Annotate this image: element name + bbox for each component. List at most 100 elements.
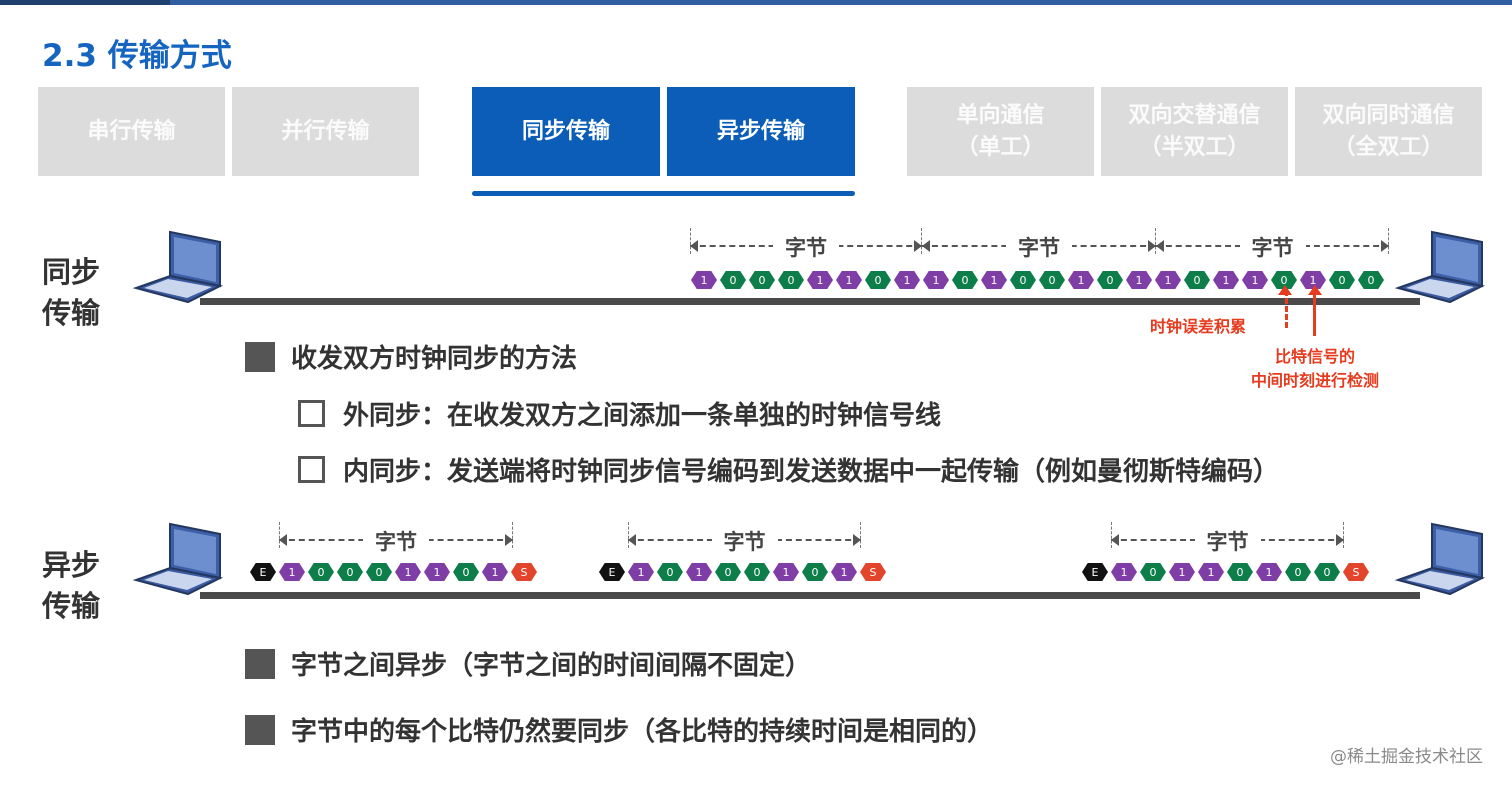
bit-cell: 0 (802, 563, 828, 581)
byte-brace: 字节 (1156, 228, 1389, 262)
tab-half-duplex[interactable]: 双向交替通信 （半双工） (1101, 87, 1288, 176)
active-tab-underline (472, 191, 855, 196)
tab-label: 双向同时通信 （全双工） (1322, 102, 1455, 160)
bit-cell: 0 (366, 563, 392, 581)
bit-cell: 0 (1184, 271, 1210, 289)
bit-cell: 0 (657, 563, 683, 581)
bit-cell: 0 (337, 563, 363, 581)
arrow-up-icon (1278, 285, 1292, 295)
byte-label: 字节 (773, 232, 839, 262)
sync-item-internal: 内同步：发送端将时钟同步信号编码到发送数据中一起传输（例如曼彻斯特编码） (298, 451, 1279, 488)
bit-cell: 1 (923, 271, 949, 289)
stop-bit: S (1343, 563, 1369, 581)
square-bullet-icon (245, 714, 275, 745)
bit-cell: 1 (482, 563, 508, 581)
bit-cell: 1 (395, 563, 421, 581)
start-bit: E (250, 563, 276, 581)
byte-label: 字节 (1239, 232, 1306, 262)
tab-label: 双向交替通信 （半双工） (1128, 102, 1261, 160)
bit-cell: 1 (831, 563, 857, 581)
tab-sync[interactable]: 同步传输 (472, 87, 660, 176)
bit-cell: 1 (1256, 563, 1282, 581)
bit-cell: 1 (686, 563, 712, 581)
bit-cell: 1 (691, 271, 717, 289)
tab-label: 并行传输 (281, 118, 370, 144)
bit-cell: 0 (749, 271, 775, 289)
tab-label: 串行传输 (87, 118, 176, 144)
bit-cell: 1 (1169, 563, 1195, 581)
bit-cell: 0 (308, 563, 334, 581)
byte-brace: 字节 (279, 522, 513, 556)
bit-cell: 0 (1140, 563, 1166, 581)
async-section-label: 异步 传输 (42, 548, 101, 623)
bit-cell: 0 (720, 271, 746, 289)
tab-parallel[interactable]: 并行传输 (232, 87, 419, 176)
checkbox-icon (298, 456, 325, 483)
byte-brace: 字节 (628, 522, 861, 556)
bit-cell: 0 (1358, 271, 1384, 289)
async-item-between-bytes: 字节之间异步（字节之间的时间间隔不固定） (245, 645, 811, 682)
byte-brace: 字节 (1111, 522, 1344, 556)
byte-label: 字节 (363, 526, 429, 556)
bit-cell: 0 (1227, 563, 1253, 581)
bit-cell: 1 (836, 271, 862, 289)
bit-cell: 1 (1111, 563, 1137, 581)
bit-cell: 1 (424, 563, 450, 581)
bit-cell: 1 (1155, 271, 1181, 289)
tab-label: 异步传输 (716, 118, 805, 144)
bit-cell: 1 (628, 563, 654, 581)
sync-heading: 收发双方时钟同步的方法 (245, 338, 577, 375)
start-bit: E (1082, 563, 1108, 581)
byte-brace: 字节 (922, 228, 1156, 262)
bit-cell: 0 (1329, 271, 1355, 289)
laptop-icon (1394, 230, 1486, 304)
square-bullet-icon (245, 648, 275, 679)
bit-cell: 1 (1300, 271, 1326, 289)
top-bar (0, 0, 1512, 5)
bit-cell: 0 (453, 563, 479, 581)
detect-marker (1313, 294, 1316, 336)
tab-full-duplex[interactable]: 双向同时通信 （全双工） (1295, 87, 1482, 176)
bit-cell: 0 (865, 271, 891, 289)
bit-cell: 0 (1039, 271, 1065, 289)
bit-cell: 1 (1242, 271, 1268, 289)
bit-cell: 1 (279, 563, 305, 581)
bit-cell: 0 (1285, 563, 1311, 581)
byte-brace: 字节 (690, 228, 922, 262)
bit-cell: 0 (744, 563, 770, 581)
bit-cell: 1 (1213, 271, 1239, 289)
bit-cell: 1 (894, 271, 920, 289)
bit-cell: 1 (1126, 271, 1152, 289)
tab-simplex[interactable]: 单向通信 （单工） (907, 87, 1094, 176)
bit-cell: 0 (952, 271, 978, 289)
async-item-within-byte: 字节中的每个比特仍然要同步（各比特的持续时间是相同的） (245, 711, 993, 748)
byte-label: 字节 (1006, 232, 1072, 262)
laptop-icon (132, 230, 224, 304)
stop-bit: S (860, 563, 886, 581)
byte-label: 字节 (1194, 526, 1261, 556)
bit-cell: 0 (1097, 271, 1123, 289)
arrow-up-icon (1308, 285, 1322, 295)
bit-cell: 0 (715, 563, 741, 581)
bit-cell: 1 (1068, 271, 1094, 289)
watermark: @稀土掘金技术社区 (1330, 747, 1483, 767)
mid-detect-note: 比特信号的 中间时刻进行检测 (1250, 347, 1379, 390)
bit-cell: 0 (1010, 271, 1036, 289)
tab-async[interactable]: 异步传输 (667, 87, 855, 176)
laptop-icon (1394, 522, 1486, 596)
start-bit: E (599, 563, 625, 581)
clock-error-note: 时钟误差积累 (1149, 317, 1246, 336)
bit-cell: 1 (1198, 563, 1224, 581)
bit-cell: 1 (773, 563, 799, 581)
tab-serial[interactable]: 串行传输 (38, 87, 225, 176)
tab-label: 单向通信 （单工） (956, 102, 1045, 160)
laptop-icon (132, 522, 224, 596)
square-bullet-icon (245, 341, 275, 372)
bit-cell: 0 (1271, 271, 1297, 289)
bit-cell: 1 (807, 271, 833, 289)
bit-cell: 0 (1314, 563, 1340, 581)
